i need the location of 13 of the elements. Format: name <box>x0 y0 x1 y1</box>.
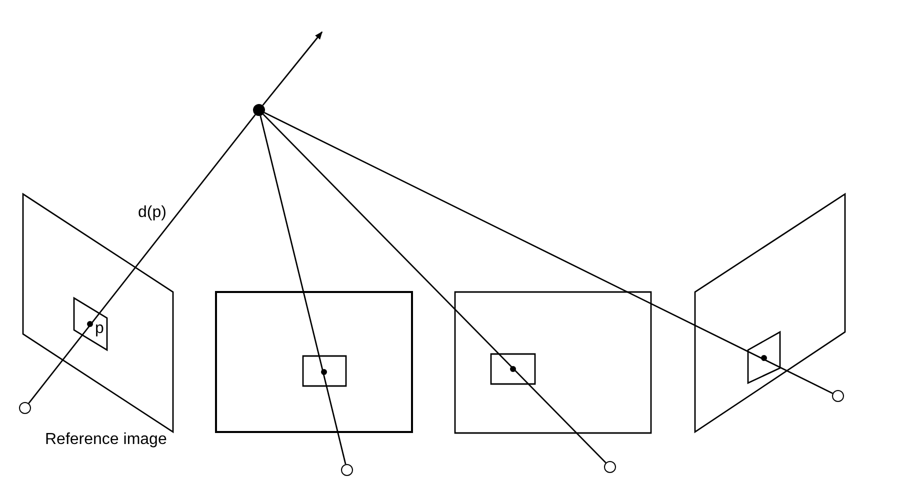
ray-line <box>260 116 346 464</box>
image-caption: Reference image <box>45 431 167 449</box>
scene-point <box>253 104 265 116</box>
ray-line <box>262 114 606 464</box>
camera-center <box>341 464 353 476</box>
camera-center <box>604 461 616 473</box>
camera-center <box>19 402 31 414</box>
distance-label: d(p) <box>138 204 166 222</box>
camera-center <box>832 390 844 402</box>
ray-line <box>28 114 256 404</box>
arrow <box>262 31 323 106</box>
point-label: p <box>95 320 104 338</box>
ray-line <box>264 112 833 394</box>
